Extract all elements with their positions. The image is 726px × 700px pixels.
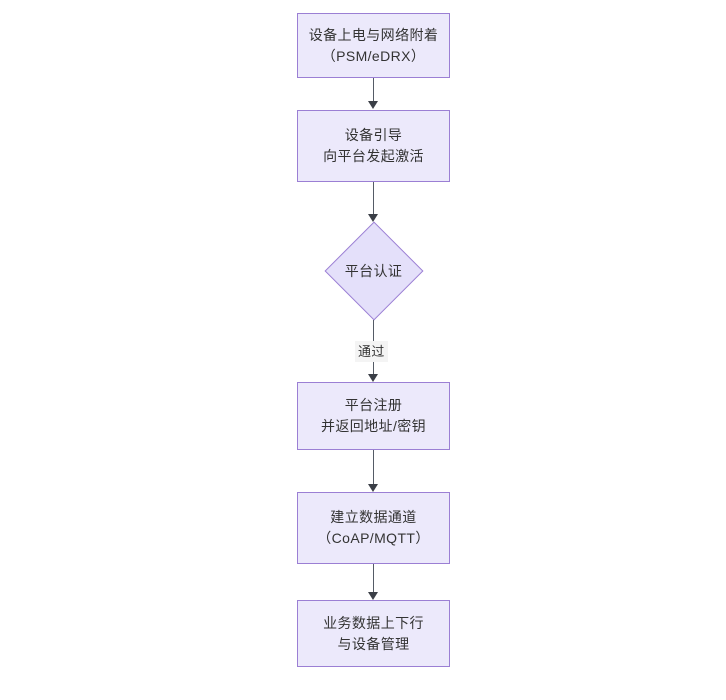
node-business-data-line-1: 业务数据上下行 (323, 614, 424, 631)
arrowhead-platform-auth (368, 214, 378, 222)
node-business-data[interactable]: 业务数据上下行 与设备管理 (297, 600, 450, 667)
node-bootstrap-line-1: 设备引导 (344, 127, 403, 143)
node-power-on[interactable]: 设备上电与网络附着 （PSM/eDRX） (297, 13, 450, 78)
node-power-on-line-1: 设备上电与网络附着 (308, 26, 439, 43)
node-bootstrap[interactable]: 设备引导 向平台发起激活 (297, 110, 450, 182)
connector-register-to-channel (373, 450, 374, 485)
connector-power-on-to-bootstrap (373, 78, 374, 102)
arrowhead-business-data (368, 592, 378, 600)
arrowhead-platform-register (368, 374, 378, 382)
node-bootstrap-line-2: 向平台发起激活 (323, 148, 424, 164)
node-platform-register[interactable]: 平台注册 并返回地址/密钥 (297, 382, 450, 450)
connector-channel-to-business (373, 564, 374, 593)
node-platform-auth[interactable]: 平台认证 (323, 221, 424, 321)
node-data-channel-line-1: 建立数据通道 (330, 509, 417, 525)
edge-label-pass: 通过 (355, 341, 388, 362)
node-data-channel-line-2: （CoAP/MQTT） (317, 530, 430, 546)
node-power-on-line-2: （PSM/eDRX） (321, 47, 426, 64)
node-platform-auth-label: 平台认证 (344, 262, 403, 279)
arrowhead-bootstrap (368, 101, 378, 109)
connector-bootstrap-to-auth (373, 182, 374, 215)
node-platform-register-line-2: 并返回地址/密钥 (320, 418, 427, 434)
arrowhead-data-channel (368, 484, 378, 492)
node-platform-register-line-1: 平台注册 (344, 397, 403, 413)
node-business-data-line-2: 与设备管理 (337, 635, 410, 652)
node-data-channel[interactable]: 建立数据通道 （CoAP/MQTT） (297, 492, 450, 564)
